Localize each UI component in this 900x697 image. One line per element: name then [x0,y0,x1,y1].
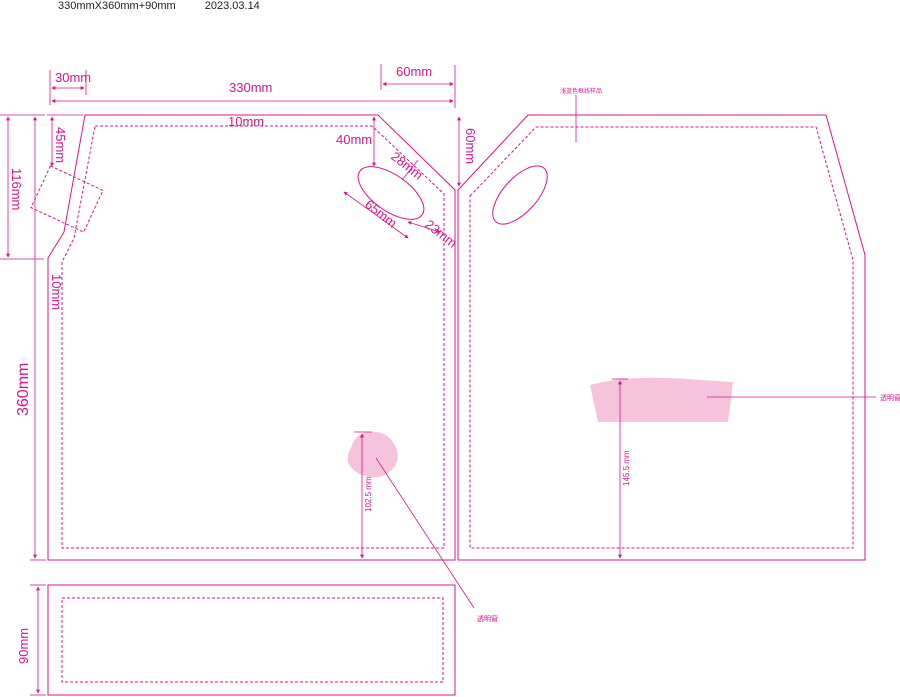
dim-30mm: 30mm [55,70,91,85]
dim-360mm: 360mm [15,363,32,416]
label-sample-note: 浅蓝色框线样品 [560,87,602,95]
date-label: 2023.03.14 [204,0,260,12]
left-panel-inner-dashed [61,125,445,549]
header: 330mmX360mm+90mm 2023.03.14 [58,0,286,12]
right-card-slot [492,165,548,225]
label-clear-window-right: 透明窗 [880,393,900,402]
dim-40mm: 40mm [336,132,372,147]
dim-10mm-top: 10mm [228,114,264,129]
dim-65mm: 65mm [362,197,400,231]
size-spec: 330mmX360mm+90mm [58,0,176,12]
dim-28mm: 28mm [388,149,426,183]
left-panel-outline [47,114,456,561]
dim-60mm-right: 60mm [463,128,478,164]
right-panel-outline [457,114,866,561]
dim-330mm: 330mm [229,80,272,95]
right-clear-window [590,377,733,422]
dim-23mm: 23mm [422,217,460,251]
left-clear-window [347,431,398,478]
dim-60mm-top: 60mm [396,64,432,79]
right-panel-inner-dashed [469,126,854,549]
dim-45mm: 45mm [53,127,68,163]
bottom-strip-outline [47,584,456,696]
dim-10mm-side: 10mm [49,274,64,310]
bottom-strip-inner-dashed [61,597,444,683]
dim-116mm: 116mm [9,168,24,210]
corner-tab-dashed [30,165,104,233]
dim-102-5mm: 102.5 mm [364,476,373,512]
dim-90mm: 90mm [16,628,31,664]
label-clear-window-left: 透明窗 [477,614,498,623]
dim-145-5mm: 145.5 mm [622,450,631,486]
